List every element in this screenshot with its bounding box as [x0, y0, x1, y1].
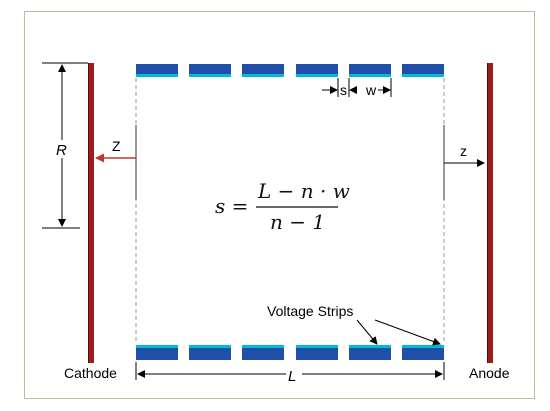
z-right-arrow: z — [444, 143, 485, 167]
anode-electrode — [487, 63, 493, 363]
length-dimension: L — [135, 362, 445, 385]
equation-numerator: L − n · w — [257, 179, 350, 203]
anode-label: Anode — [469, 365, 510, 381]
voltage-strip — [242, 348, 284, 360]
equation-denominator: n − 1 — [270, 210, 325, 234]
radius-label: R — [56, 142, 67, 159]
voltage-strip — [349, 64, 391, 74]
top-strip-row — [136, 64, 444, 77]
voltage-strip — [296, 64, 338, 74]
spacing-equation: s = L − n · w n − 1 — [215, 179, 350, 234]
cathode-label: Cathode — [64, 365, 117, 381]
spacing-label: s — [340, 82, 347, 98]
width-label: w — [365, 82, 377, 98]
voltage-strip — [242, 64, 284, 74]
voltage-strips-label: Voltage Strips — [267, 303, 353, 319]
length-label: L — [288, 368, 296, 385]
cathode-electrode — [88, 63, 94, 363]
voltage-strip — [189, 64, 231, 74]
voltage-strip — [136, 64, 178, 74]
voltage-strip — [402, 348, 444, 360]
z-left-arrow: Z — [95, 138, 136, 163]
z-left-label: Z — [112, 138, 121, 154]
equation-lhs: s = — [215, 194, 248, 218]
voltage-strip — [136, 348, 178, 360]
diagram-frame — [24, 11, 535, 399]
voltage-strip — [296, 348, 338, 360]
voltage-strip — [349, 348, 391, 360]
voltage-strips-callout: Voltage Strips — [267, 303, 441, 346]
z-right-label: z — [460, 143, 467, 159]
bottom-strip-row — [136, 345, 444, 360]
voltage-strip — [189, 348, 231, 360]
radius-dimension: R — [42, 62, 88, 229]
spacing-width-dimension: s w — [322, 78, 392, 98]
voltage-strip — [402, 64, 444, 74]
